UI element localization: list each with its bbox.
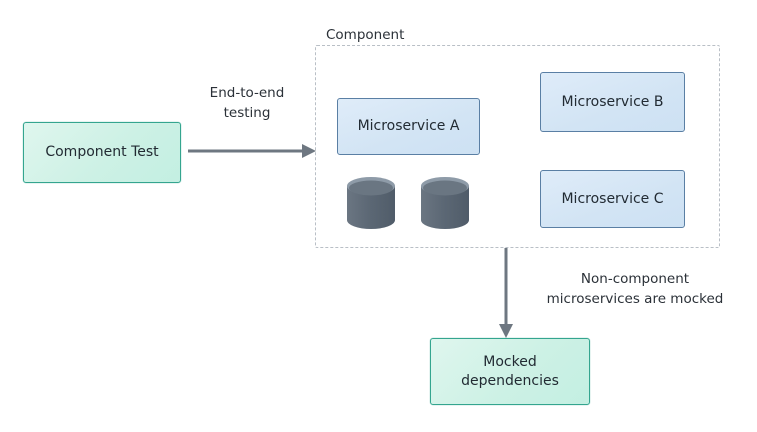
arrow-mocking — [499, 248, 513, 338]
node-mocked-dependencies-label: Mocked dependencies — [461, 354, 559, 389]
node-microservice-a-label: Microservice A — [357, 118, 460, 135]
node-component-test[interactable]: Component Test — [23, 122, 181, 183]
node-mocked-dependencies[interactable]: Mocked dependencies — [430, 338, 590, 405]
database-icon-1 — [347, 177, 395, 229]
group-box-component — [315, 45, 720, 248]
node-microservice-b[interactable]: Microservice B — [540, 72, 685, 132]
arrow-end-to-end — [188, 144, 316, 158]
node-microservice-b-label: Microservice B — [561, 93, 664, 110]
node-microservice-c-label: Microservice C — [561, 190, 664, 207]
edge-label-end-to-end: End-to-end testing — [209, 85, 285, 121]
node-microservice-c[interactable]: Microservice C — [540, 170, 685, 228]
group-label-component: Component — [326, 27, 405, 43]
database-icon-2 — [421, 177, 469, 229]
node-microservice-a[interactable]: Microservice A — [337, 98, 480, 155]
node-component-test-label: Component Test — [45, 144, 159, 161]
edge-label-mocking: Non-component microservices are mocked — [546, 271, 724, 307]
